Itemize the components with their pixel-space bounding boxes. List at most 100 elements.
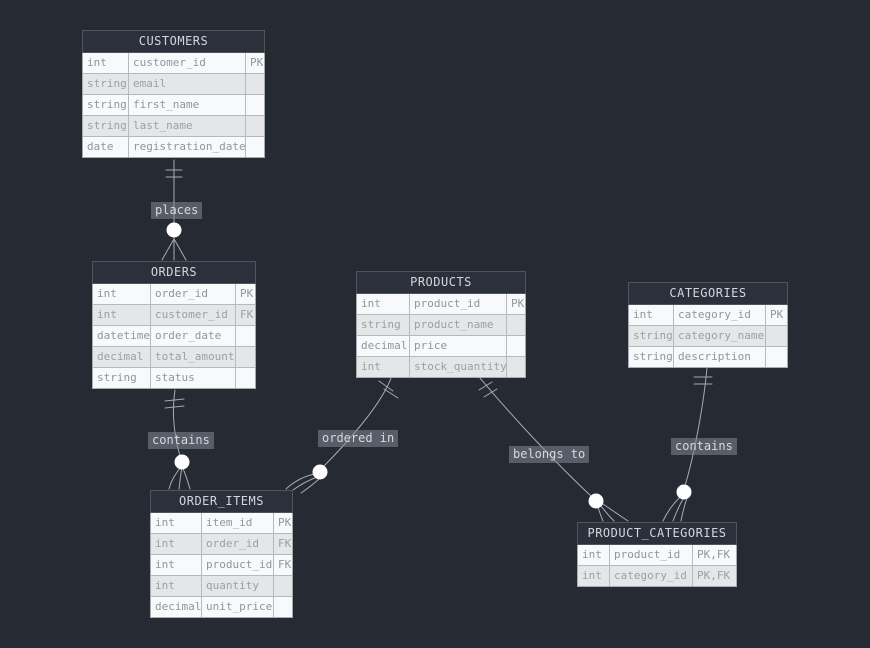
column-type-cell: date (83, 137, 129, 157)
column-type-cell: int (93, 284, 151, 304)
column-name-cell: last_name (129, 116, 246, 136)
column-key-cell: PK,FK (697, 569, 731, 582)
column-type-cell: decimal (93, 347, 151, 367)
column-type-cell: string (83, 95, 129, 115)
column-type-cell: string (629, 326, 674, 346)
relationship-handle[interactable] (166, 222, 182, 238)
relationship-handle[interactable] (174, 454, 190, 470)
column-key-cell: PK (278, 516, 292, 529)
column-type-cell: int (151, 534, 202, 554)
entity-product-categories-title[interactable]: PRODUCT_CATEGORIES (577, 522, 737, 545)
column-key-cell: FK (240, 308, 254, 321)
relationship-handle[interactable] (312, 464, 328, 480)
relationship-contains-categories[interactable] (662, 367, 713, 522)
column-type-cell: int (151, 576, 202, 596)
column-name-cell: category_id (674, 305, 766, 325)
column-type-cell: string (83, 74, 129, 94)
column-type-cell: string (93, 368, 151, 388)
crowfoot-prong (680, 497, 688, 522)
relationship-label-ordered-in[interactable]: ordered in (318, 430, 399, 447)
entity-categories-title[interactable]: CATEGORIES (628, 282, 788, 305)
column-key-cell (274, 597, 292, 617)
column-key-cell (766, 347, 787, 367)
crowfoot-prong (285, 473, 316, 490)
crowfoot-prong (178, 466, 183, 490)
column-key-cell: PK,FK (697, 548, 731, 561)
crowfoot-prong (292, 476, 318, 491)
entity-order-items-title[interactable]: ORDER_ITEMS (150, 490, 293, 513)
column-key-cell: PK (250, 56, 264, 69)
column-key-cell (236, 326, 255, 346)
column-type-cell: int (578, 566, 610, 586)
crowfoot-prong (672, 498, 684, 522)
relationship-label-contains-orders[interactable]: contains (148, 432, 214, 449)
column-name-cell: customer_id (129, 53, 246, 73)
column-name-cell: product_name (410, 315, 507, 335)
column-name-cell: total_amount (151, 347, 236, 367)
crowfoot-prong (600, 505, 615, 522)
relationship-line[interactable] (172, 389, 183, 463)
one-tick (164, 405, 185, 409)
entity-customers-title[interactable]: CUSTOMERS (82, 30, 265, 53)
column-name-cell: category_name (674, 326, 766, 346)
relationship-belongs-to[interactable] (478, 377, 629, 522)
relationship-contains-orders[interactable] (164, 389, 191, 490)
relationship-label-belongs-to[interactable]: belongs to (509, 446, 590, 463)
column-type-cell: decimal (357, 336, 410, 356)
entity-orders-title[interactable]: ORDERS (92, 261, 256, 284)
crowfoot-prong (181, 465, 191, 490)
relationship-handle[interactable] (676, 484, 692, 500)
column-name-cell: email (129, 74, 246, 94)
column-name-cell: customer_id (151, 305, 236, 325)
column-name-cell: stock_quantity (410, 357, 507, 377)
crowfoot-prong (662, 496, 681, 522)
column-name-cell: first_name (129, 95, 246, 115)
relationship-line[interactable] (321, 377, 392, 469)
column-name-cell: order_id (151, 284, 236, 304)
column-type-cell: int (93, 305, 151, 325)
column-name-cell: quantity (202, 576, 274, 596)
column-key-cell (507, 336, 525, 356)
one-tick (383, 388, 399, 399)
column-name-cell: product_id (202, 555, 274, 575)
column-type-cell: decimal (151, 597, 202, 617)
relationship-label-contains-categories[interactable]: contains (671, 438, 737, 455)
relationship-line[interactable] (479, 377, 592, 497)
column-type-cell: int (357, 357, 410, 377)
relationship-line[interactable] (684, 367, 708, 487)
one-tick (478, 381, 493, 391)
column-name-cell: product_id (610, 545, 693, 565)
column-type-cell: datetime (93, 326, 151, 346)
relationship-label-places[interactable]: places (151, 202, 203, 219)
column-name-cell: item_id (202, 513, 274, 533)
column-name-cell: order_date (151, 326, 236, 346)
relationship-ordered-in[interactable] (285, 377, 399, 494)
relationship-handle[interactable] (588, 493, 604, 509)
column-name-cell: price (410, 336, 507, 356)
entity-products-title[interactable]: PRODUCTS (356, 271, 526, 294)
column-type-cell: int (629, 305, 674, 325)
